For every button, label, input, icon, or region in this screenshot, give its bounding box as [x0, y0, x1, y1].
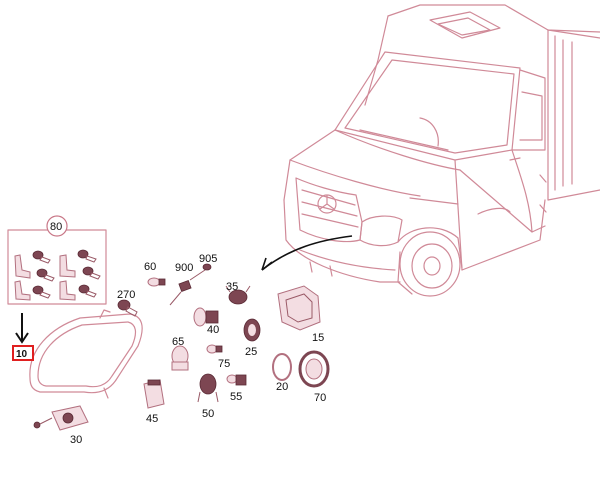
callout-75: 75 [218, 358, 230, 370]
van-illustration [283, 4, 600, 297]
callout-70: 70 [314, 392, 326, 404]
callout-60: 60 [144, 261, 156, 273]
callout-25: 25 [245, 346, 257, 358]
callout-80: 80 [50, 221, 62, 233]
ring-70 [298, 350, 330, 388]
cap-25 [243, 318, 261, 342]
bulb-75 [206, 344, 223, 354]
highlight-box [12, 345, 34, 361]
highlight-arrow [15, 313, 29, 344]
cover-15 [277, 285, 321, 331]
callout-35: 35 [226, 281, 238, 293]
callout-270: 270 [117, 289, 135, 301]
callout-20: 20 [276, 381, 288, 393]
callout-55: 55 [230, 391, 242, 403]
part-900-905 [169, 263, 212, 306]
callout-30: 30 [70, 434, 82, 446]
callout-65: 65 [172, 336, 184, 348]
headlamp-assembly [29, 309, 143, 399]
bulb-55 [226, 374, 247, 386]
callout-905: 905 [199, 253, 217, 265]
callout-40: 40 [207, 324, 219, 336]
socket-35 [225, 285, 251, 305]
pointer-arrow-head [261, 257, 273, 271]
ring-20 [272, 353, 292, 381]
callout-50: 50 [202, 408, 214, 420]
bulb-40 [193, 307, 219, 327]
screw-270 [117, 299, 138, 317]
callout-15: 15 [312, 332, 324, 344]
callout-900: 900 [175, 262, 193, 274]
callout-labels: 80 60 900 905 270 35 40 65 75 25 15 20 7… [16, 221, 326, 446]
screw-kit-box [7, 215, 107, 305]
level-motor [33, 405, 89, 431]
callout-10: 10 [16, 349, 28, 360]
callout-45: 45 [146, 413, 158, 425]
bulb-60 [147, 277, 166, 287]
socket-50 [197, 373, 219, 403]
module-45 [143, 379, 165, 409]
bulb-65 [171, 345, 189, 371]
